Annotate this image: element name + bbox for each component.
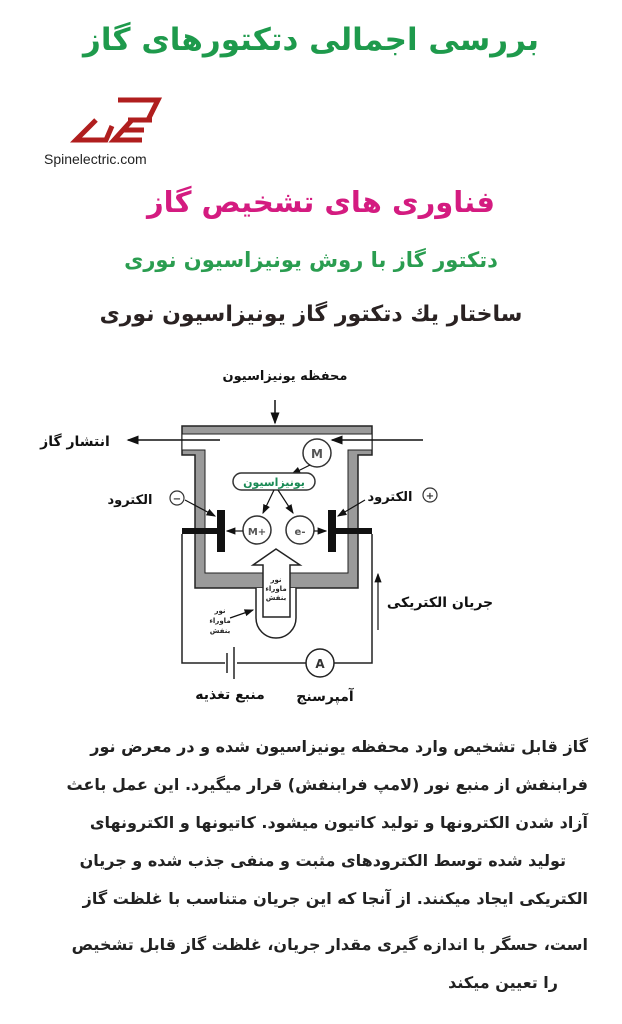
plus-icon <box>422 487 438 503</box>
current-label: جریان الکتریکی <box>387 595 493 611</box>
body-line: فرابنفش از منبع نور (لامپ فرابنفش) قرار … <box>66 775 588 794</box>
heading-main: فناوری های تشخیص گاز <box>146 185 496 219</box>
electron-circle <box>285 515 315 545</box>
svg-text:A: A <box>315 657 325 671</box>
ammeter-label: آمپرسنج <box>296 687 355 705</box>
svg-text:e-: e- <box>295 527 306 538</box>
body-line: الکتریکی ایجاد میکنند. از آنجا که این جر… <box>82 889 588 908</box>
body-line: تولید شده توسط الکترودهای مثبت و منفی جذ… <box>79 851 566 870</box>
svg-text:+: + <box>426 491 434 502</box>
heading-sub: دتکتور گاز با روش یونیزاسیون نوری <box>124 248 498 272</box>
svg-text:نور: نور <box>269 576 281 584</box>
ammeter-icon <box>305 648 335 678</box>
description-paragraph: گاز قابل تشخیص وارد محفظه یونیزاسیون شده… <box>28 728 588 1002</box>
svg-text:بنفش: بنفش <box>266 594 287 602</box>
svg-text:یونیزاسیون: یونیزاسیون <box>243 476 305 489</box>
spinelectric-logo <box>69 97 163 143</box>
chamber-label: محفظه یونیزاسیون <box>223 369 348 384</box>
electrode-left-label: الکترود <box>107 493 152 508</box>
site-url: Spinelectric.com <box>44 151 147 167</box>
body-line: را تعیین میکند <box>448 973 558 992</box>
uv-arrow <box>250 548 303 618</box>
detector-diagram: محفظه یونیزاسیون انتشار گاز M یونیزاسیون… <box>39 369 493 705</box>
svg-text:−: − <box>173 494 181 505</box>
minus-icon <box>169 490 185 506</box>
svg-text:نور: نور <box>213 607 225 615</box>
svg-text:ماوراء: ماوراء <box>265 585 286 593</box>
svg-text:M+: M+ <box>248 527 266 538</box>
heading-structure: ساختار یك دتکتور گاز یونیزاسیون نوری <box>99 302 523 327</box>
positive-ion-circle <box>242 515 272 545</box>
circuit-wire <box>181 534 373 664</box>
svg-text:بنفش: بنفش <box>210 627 231 635</box>
electrode-right-label: الکترود <box>367 490 412 505</box>
gas-diffusion-label: انتشار گاز <box>39 433 110 450</box>
svg-text:ماوراء: ماوراء <box>209 617 230 625</box>
body-line: گاز قابل تشخیص وارد محفظه یونیزاسیون شده… <box>90 737 588 756</box>
svg-text:M: M <box>311 447 323 461</box>
page-title: بررسی اجمالی دتکتورهای گاز <box>83 22 539 58</box>
body-line: است، حسگر با اندازه گیری مقدار جریان، غل… <box>71 935 588 954</box>
body-line: آزاد شدن الکترونها و تولید کاتیون میشود.… <box>89 813 588 832</box>
power-supply-label: منبع تغذیه <box>195 687 265 703</box>
molecule-circle <box>302 438 332 468</box>
